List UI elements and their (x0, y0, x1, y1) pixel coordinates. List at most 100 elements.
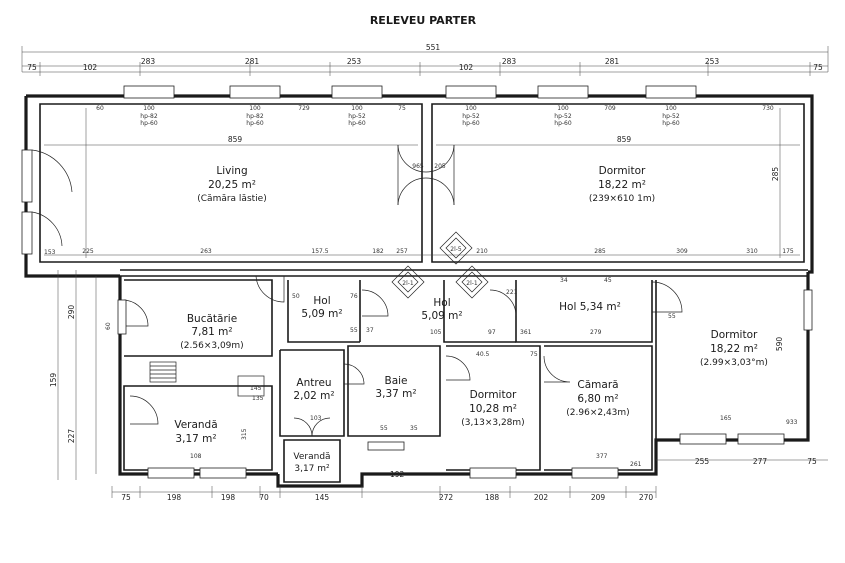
room-baie-area: 3,37 m² (375, 388, 416, 400)
dim-second-1: 75 (27, 63, 37, 72)
dim-second-4: 75 (813, 63, 823, 72)
inner-dimension-lines (44, 108, 800, 258)
room-dormitor-e-name: Dormitor (711, 329, 758, 341)
room-hol-c: Hol 5,34 m² (559, 301, 621, 313)
dim-top-row: 283 281 253 283 281 253 75 102 102 75 (27, 57, 823, 72)
room-dormitor-e-area: 18,22 m² (710, 343, 758, 355)
dim-misc-28: 55 (668, 313, 676, 320)
dim-bottom-9: 209 (591, 493, 606, 502)
win-hp2-1: hp-60 (140, 120, 158, 127)
living-dormitor-door (397, 144, 455, 206)
dim-misc-9: 34 (560, 277, 568, 284)
dim-misc-11: 221 (506, 289, 518, 296)
dim-right-bottom-2: 277 (753, 457, 768, 466)
dim-right-1: 285 (771, 167, 780, 182)
room-bucatarie-area: 7,81 m² (191, 326, 232, 338)
win-label-3: 100 (351, 105, 363, 112)
room-veranda-s-name: Verandă (293, 452, 330, 462)
dim-misc-27: 153 (44, 249, 56, 256)
dim-mid-7: 285 (594, 248, 606, 255)
dim-left-2: 159 (49, 373, 58, 388)
dim-bottom-8: 202 (534, 493, 549, 502)
room-veranda-s-area: 3,17 m² (294, 464, 330, 474)
room-hol-b-name: Hol (433, 297, 450, 309)
dim-misc-15: 75 (530, 351, 538, 358)
dim-misc-1: 50 (292, 293, 300, 300)
dim-misc-7: 361 (520, 329, 532, 336)
window-2 (229, 85, 281, 99)
room-hol-a-area: 5,09 m² (301, 308, 342, 320)
room-camara: Cămară 6,80 m² (2.96×2,43m) (566, 379, 629, 418)
win-hp-2: hp-82 (246, 113, 264, 120)
vent-label-1: 2l-5 (450, 246, 462, 253)
dim-misc-2: 76 (350, 293, 358, 300)
room-veranda-w-name: Verandă (174, 419, 217, 431)
dim-misc-18: 103 (310, 415, 322, 422)
room-living-note: (Cămăra lăstie) (197, 194, 266, 204)
win-hp2-4: hp-60 (462, 120, 480, 127)
dim-bottom-1: 75 (121, 493, 131, 502)
dim-bottom-6: 272 (439, 493, 454, 502)
top-windows (123, 85, 697, 99)
interior-walls (123, 279, 657, 483)
room-camara-area: 6,80 m² (577, 393, 618, 405)
dim-misc-16: 55 (380, 425, 388, 432)
dim-top-1: 283 (141, 57, 156, 66)
dim-top-3: 253 (347, 57, 362, 66)
dim-inner-2: 729 (298, 105, 310, 112)
misc-dims: 50 76 55 37 105 97 361 279 34 45 221 145… (44, 249, 798, 479)
dim-inner-5: 730 (762, 105, 774, 112)
dim-inner-1: 60 (96, 105, 104, 112)
room-dormitor-ne-name: Dormitor (599, 165, 646, 177)
room-hol-b: Hol 5,09 m² (421, 297, 462, 322)
dim-misc-25: 315 (241, 428, 248, 440)
room-hol-a: Hol 5,09 m² (301, 295, 342, 320)
dim-misc-23: 261 (630, 461, 642, 468)
win-hp-5: hp-52 (554, 113, 572, 120)
dim-mid-2: 263 (200, 248, 212, 255)
dim-bottom-10: 270 (639, 493, 654, 502)
win-label-4: 100 (465, 105, 477, 112)
dim-right-bottom-3: 75 (807, 457, 817, 466)
dim-misc-13: 135 (252, 395, 264, 402)
dim-misc-17: 35 (410, 425, 418, 432)
dim-top-4: 283 (502, 57, 517, 66)
room-veranda-w: Verandă 3,17 m² (174, 419, 217, 445)
vent-label-3: 2l-1 (466, 280, 478, 287)
room-dormitor-s-note: (3,13×3,28m) (461, 418, 524, 428)
room-veranda-w-area: 3,17 m² (175, 433, 216, 445)
room-dormitor-e: Dormitor 18,22 m² (2.99×3,03°m) (700, 329, 768, 368)
room-living-name: Living (216, 165, 247, 177)
dim-top-2: 281 (245, 57, 260, 66)
dim-total: 551 (426, 43, 441, 52)
dim-mid-8: 309 (676, 248, 688, 255)
dim-misc-10: 45 (604, 277, 612, 284)
win-hp-1: hp-82 (140, 113, 158, 120)
plan-title: RELEVEU PARTER (370, 14, 477, 27)
room-bucatarie-note: (2.56×3,09m) (180, 341, 243, 351)
room-antreu: Antreu 2,02 m² (293, 377, 334, 402)
dim-mid-5: 257 (396, 248, 408, 255)
room-dormitor-e-note: (2.99×3,03°m) (700, 358, 768, 368)
win-hp-4: hp-52 (462, 113, 480, 120)
win-hp2-3: hp-60 (348, 120, 366, 127)
dim-bottom-row: 75 198 198 70 145 272 188 202 209 270 25… (121, 457, 817, 502)
window-labels: 100 hp-82 hp-60 100 hp-82 hp-60 100 hp-5… (96, 105, 774, 127)
room-dormitor-s-name: Dormitor (470, 389, 517, 401)
win-label-5: 100 (557, 105, 569, 112)
top-dimension-lines (21, 46, 829, 76)
room-antreu-area: 2,02 m² (293, 390, 334, 402)
dim-bottom-2: 198 (167, 493, 182, 502)
win-hp2-2: hp-60 (246, 120, 264, 127)
dim-mid-6: 210 (476, 248, 488, 255)
dim-mid-4: 182 (372, 248, 384, 255)
room-baie-name: Baie (384, 375, 407, 387)
window-6 (645, 85, 697, 99)
room-dormitor-ne-note: (239×610 1m) (589, 194, 655, 204)
dim-right-bottom-1: 255 (695, 457, 710, 466)
dim-misc-20: 377 (596, 453, 608, 460)
dim-mid-1: 225 (82, 248, 94, 255)
dim-misc-6: 97 (488, 329, 496, 336)
room-dormitor-s: Dormitor 10,28 m² (3,13×3,28m) (461, 389, 524, 428)
dim-left-1: 290 (67, 305, 76, 320)
